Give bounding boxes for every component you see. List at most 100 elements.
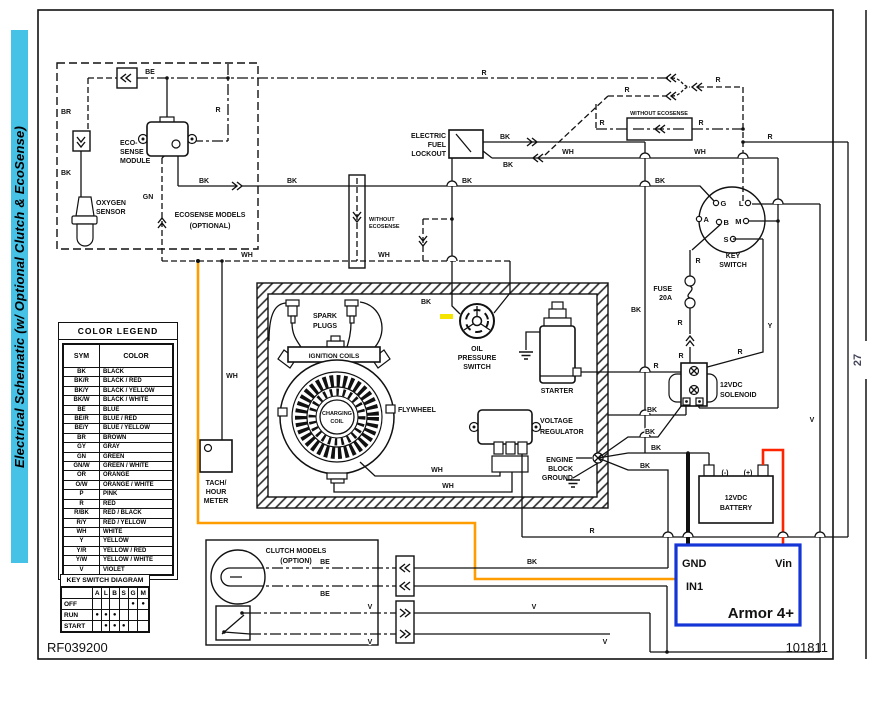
clutch-connector-1 (395, 555, 415, 597)
wire-label-r: R (737, 349, 742, 356)
wire-label-v: V (810, 417, 815, 424)
oil-switch-label-2: PRESSURE (458, 355, 497, 362)
armor-name-label: Armor 4+ (728, 605, 795, 622)
color-legend-title: COLOR LEGEND (59, 323, 177, 340)
keytable-cell-OFF-S (118, 598, 129, 610)
wire-label-bk: BK (500, 134, 510, 141)
clutch-v1-run (414, 585, 668, 652)
ignition-coils-label: IGNITION COILS (309, 353, 360, 360)
violet-run (414, 203, 821, 653)
keytable-cell-START-S: ● (118, 620, 129, 632)
orange-in1-wire[interactable] (196, 261, 676, 581)
voltage-regulator (468, 409, 542, 473)
engine-ground-label-3: GROUND (542, 475, 573, 482)
keytable-cell-START-B: ● (109, 620, 120, 632)
wire-label-r: R (481, 70, 486, 77)
wire-label-bk: BK (655, 178, 665, 185)
armor-gnd-label: GND (682, 558, 707, 570)
solenoid-label-2: SOLENOID (720, 392, 757, 399)
oil-switch-label-3: SWITCH (463, 364, 491, 371)
tach-meter-label-2: HOUR (206, 489, 227, 496)
oil-switch-label-1: OIL (471, 346, 483, 353)
solenoid-label-1: 12VDC (720, 382, 743, 389)
oxygen-sensor-connector (72, 130, 91, 152)
fuse-circuit (684, 223, 722, 368)
tach-meter-label-3: METER (204, 498, 229, 505)
diagram-frame (37, 9, 834, 660)
wire-label-wh: WH (442, 483, 454, 490)
wire-label-r: R (624, 87, 629, 94)
fuse-label-1: FUSE (653, 286, 672, 293)
electric-fuel-lockout (448, 129, 484, 159)
oil-pressure-switch (459, 303, 495, 339)
engine-box (256, 282, 609, 509)
keytable-row-RUN: RUN●●● (61, 609, 149, 621)
keytable-cell-RUN-B: ● (109, 609, 120, 621)
key-terminal-G (712, 199, 720, 207)
eco-module-label-3: MODULE (120, 158, 151, 165)
armor4-module[interactable]: GND Vin IN1 Armor 4+ (674, 543, 802, 627)
wire-label-bk: BK (421, 299, 431, 306)
clutch-models-section (205, 539, 396, 646)
ecosense-module (137, 116, 198, 157)
oxygen-sensor-label-1: OXYGEN (96, 200, 126, 207)
key-terminal-label-L: L (739, 199, 744, 208)
flywheel-label: FLYWHEEL (398, 407, 437, 414)
legend-sym-header: SYM (63, 344, 100, 368)
start-wire (699, 238, 764, 370)
keytable-cell-RUN-A: ● (91, 609, 103, 621)
eco-module-label-1: ECO- (120, 140, 138, 147)
wire-label-bk: BK (527, 559, 537, 566)
wire-label-bk: BK (631, 307, 641, 314)
wire-label-gn: GN (143, 194, 154, 201)
wire-label-bk: BK (647, 407, 657, 414)
wire-label-be: BE (145, 69, 155, 76)
key-terminal-label-M: M (735, 217, 741, 226)
keytable-cell-OFF-G: ● (127, 598, 139, 610)
fuel-lockout-label-1: ELECTRIC (411, 133, 446, 140)
charge-lead-1 (333, 472, 513, 493)
wire-label-wh: WH (241, 252, 253, 259)
date-code: 101811 (786, 640, 828, 655)
spark-plugs (268, 299, 383, 348)
keytable-cell-START-A (91, 620, 103, 632)
key-switch-label-2: SWITCH (719, 262, 747, 269)
wire-label-r: R (767, 134, 772, 141)
voltage-regulator-label-2: REGULATOR (540, 429, 584, 436)
wire-label-be: BE (320, 559, 330, 566)
wire-label-bk: BK (640, 463, 650, 470)
keytable-cell-RUN-G (127, 609, 139, 621)
keytable-cell-START-M (137, 620, 149, 632)
tach-meter-label-1: TACH/ (206, 480, 227, 487)
battery (698, 464, 774, 524)
wire-label-bk: BK (61, 170, 71, 177)
keytable-cell-OFF-B (109, 598, 120, 610)
wire-label-bk: BK (645, 429, 655, 436)
ops-bk-wire (451, 158, 461, 315)
red-vin-wire[interactable] (761, 448, 785, 545)
ecosense-dashed-box (56, 62, 259, 250)
spark-plugs-label-2: PLUGS (313, 323, 337, 330)
wire-label-wh: WH (226, 373, 238, 380)
battery-pos-label: (+) (744, 470, 753, 477)
ecosense-models-label-1: ECOSENSE MODELS (175, 212, 246, 219)
without-ecosense-tag-1: WITHOUT (369, 217, 395, 223)
charging-coil-label-1: CHARGING (322, 411, 352, 417)
key-terminal-B (715, 218, 723, 226)
flywheel (277, 359, 396, 484)
wire-label-bk: BK (199, 178, 209, 185)
wire-label-r: R (678, 353, 683, 360)
clutch-models-label-2: (OPTION) (280, 558, 312, 565)
